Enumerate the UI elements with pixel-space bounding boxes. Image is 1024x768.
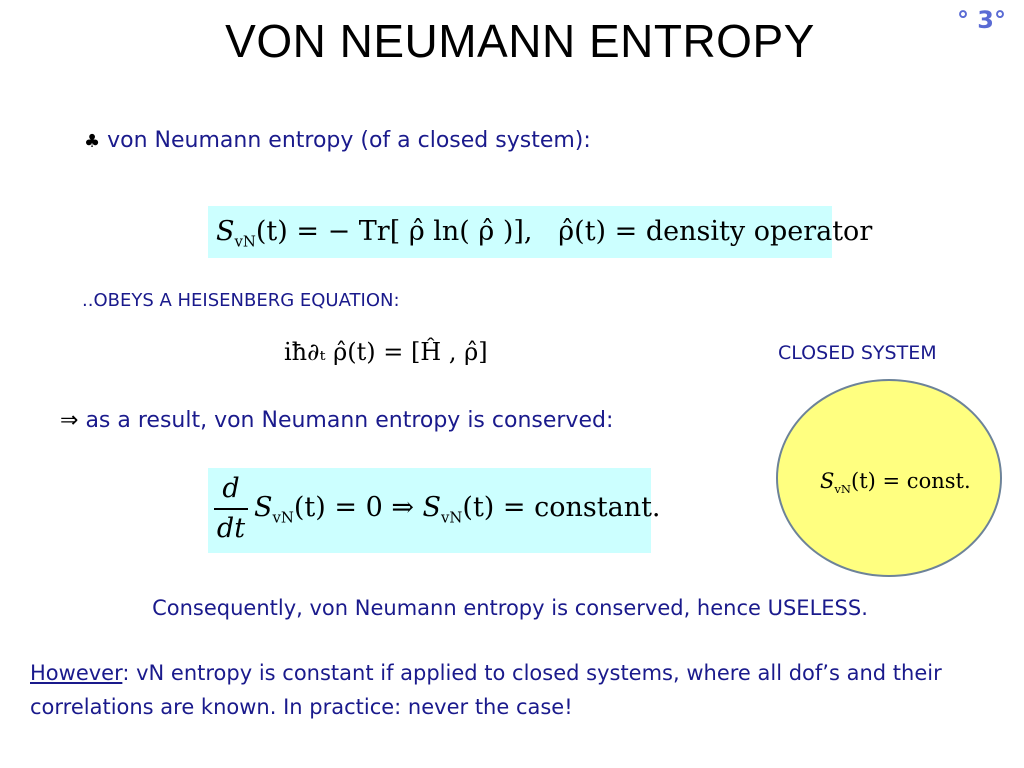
result-line: ⇒ as a result, von Neumann entropy is co… (60, 408, 613, 433)
derivative-fraction: d dt (214, 472, 248, 546)
implies-arrow: ⇒ (60, 408, 79, 433)
result-text: as a result, von Neumann entropy is cons… (85, 408, 614, 433)
bullet-line: ♣ von Neumann entropy (of a closed syste… (84, 128, 591, 153)
heisenberg-heading: ..OBEYS A HEISENBERG EQUATION: (82, 290, 400, 311)
heisenberg-equation: iħ∂ₜ ρ̂(t) = [Ĥ , ρ̂] (284, 338, 488, 366)
consequently-text: Consequently, von Neumann entropy is con… (152, 596, 868, 620)
eq1-lhs-sub: vN (234, 232, 256, 251)
conservation-equation: d dt SvN(t) = 0 ⇒ SvN(t) = constant. (208, 468, 661, 553)
frac-bar (214, 508, 248, 510)
closed-system-circle (776, 379, 1002, 577)
however-label: However (30, 661, 123, 685)
eq3-mid: (t) = 0 ⇒ (293, 492, 423, 523)
circle-equation: SvN(t) = const. (820, 469, 971, 496)
eq3-s2-sub: vN (441, 508, 463, 527)
entropy-definition-equation: SvN(t) = − Tr[ ρ̂ ln( ρ̂ )], ρ̂(t) = den… (208, 206, 872, 258)
circle-eq-rhs: (t) = const. (851, 469, 971, 493)
closed-system-label: CLOSED SYSTEM (778, 342, 937, 364)
frac-numerator: d (222, 473, 240, 504)
bullet-text: von Neumann entropy (of a closed system)… (107, 128, 591, 153)
eq1-lhs: S (216, 216, 235, 247)
circle-eq-lhs: S (820, 469, 835, 493)
eq3-rest: SvN(t) = 0 ⇒ SvN(t) = constant. (254, 492, 661, 526)
however-text: : vN entropy is constant if applied to c… (30, 661, 942, 719)
eq1-rhs: ρ̂(t) = density operator (558, 216, 873, 247)
eq3-s1-sub: vN (272, 508, 294, 527)
page-number: ° 3° (956, 6, 1006, 34)
eq3-s2: S (422, 492, 442, 523)
frac-denominator: dt (216, 513, 246, 544)
eq3-end: (t) = constant. (462, 492, 661, 523)
eq1-arg: (t) = − Tr[ ρ̂ ln( ρ̂ )], (255, 216, 533, 247)
circle-eq-sub: vN (834, 482, 852, 497)
slide-title: VON NEUMANN ENTROPY (225, 15, 815, 67)
however-paragraph: However: vN entropy is constant if appli… (30, 656, 990, 724)
eq3-s1: S (254, 492, 273, 523)
club-icon: ♣ (84, 131, 101, 152)
